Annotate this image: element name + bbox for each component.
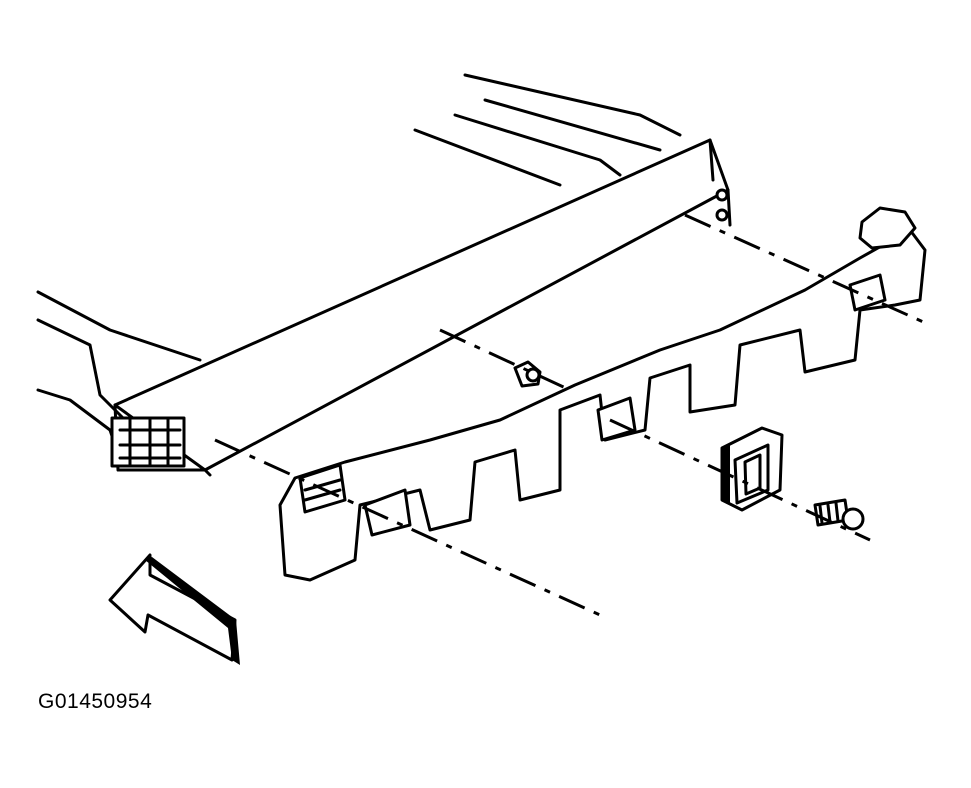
bolt	[813, 498, 865, 531]
alignment-lines	[214, 213, 931, 617]
frame-cross-member	[110, 138, 732, 477]
bumper-bracket	[278, 206, 927, 582]
retainer-clip	[720, 426, 784, 512]
push-pin-fastener	[513, 360, 542, 388]
arrow-left-icon	[108, 553, 240, 665]
bolt-hole-icon	[715, 188, 729, 202]
vehicle-frame-lines	[36, 73, 682, 447]
bolt-hole-icon	[715, 208, 729, 222]
figure-code: G01450954	[38, 690, 153, 713]
